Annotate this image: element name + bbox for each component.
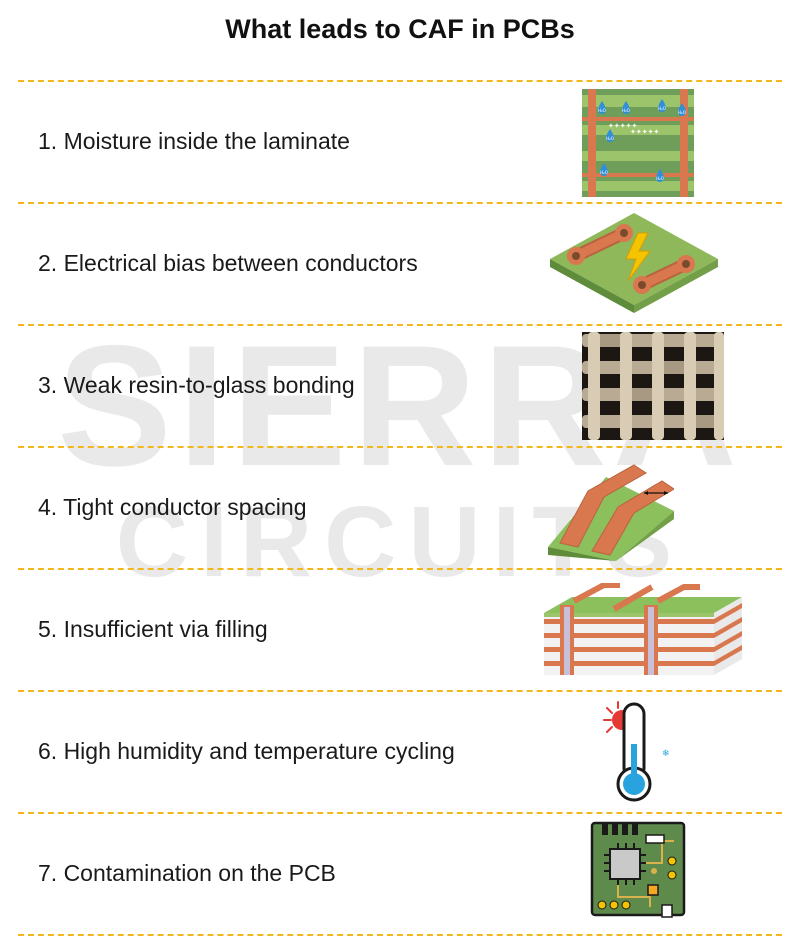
electrical-bias-icon — [546, 209, 722, 319]
drop-label: H₂O — [622, 108, 630, 113]
list-item-humidity-temperature: 6. High humidity and temperature cycling — [0, 691, 800, 812]
list-item-label: 5. Insufficient via filling — [38, 616, 268, 642]
contaminated-pcb-icon — [590, 821, 686, 921]
list-item-label: 2. Electrical bias between conductors — [38, 250, 418, 276]
list-item-electrical-bias: 2. Electrical bias between conductors — [0, 203, 800, 324]
list-item-label: 3. Weak resin-to-glass bonding — [38, 372, 355, 398]
glass-weave-icon — [582, 332, 724, 440]
separator — [18, 324, 782, 326]
drop-label: H₂O — [658, 106, 666, 111]
list-item-conductor-spacing: 4. Tight conductor spacing — [0, 447, 800, 568]
drop-label: H₂O — [678, 110, 686, 115]
thermometer-icon: ❄ — [600, 700, 680, 806]
separator — [18, 568, 782, 570]
list-item-resin-glass: 3. Weak resin-to-glass bonding — [0, 325, 800, 446]
list-item-label: 6. High humidity and temperature cycling — [38, 738, 455, 764]
separator — [18, 80, 782, 82]
separator — [18, 812, 782, 814]
svg-text:✦✦✦✦✦: ✦✦✦✦✦ — [630, 128, 659, 136]
drop-label: H₂O — [656, 176, 664, 181]
moisture-laminate-icon: ✦✦✦✦✦ ✦✦✦✦✦ H₂O H₂O H₂O H₂O H₂O H₂O H₂O — [582, 89, 694, 197]
list-item-via-filling: 5. Insufficient via filling — [0, 569, 800, 690]
via-cross-section-icon — [544, 583, 742, 679]
separator — [18, 934, 782, 936]
drop-label: H₂O — [598, 108, 606, 113]
conductor-spacing-icon — [546, 455, 674, 561]
list-item-moisture: 1. Moisture inside the laminate — [0, 81, 800, 202]
drop-label: H₂O — [606, 136, 614, 141]
list-item-contamination: 7. Contamination on the PCB — [0, 813, 800, 934]
svg-text:❄: ❄ — [662, 749, 670, 759]
list-item-label: 1. Moisture inside the laminate — [38, 128, 350, 154]
drop-label: H₂O — [600, 170, 608, 175]
list-item-label: 7. Contamination on the PCB — [38, 860, 336, 886]
list-item-label: 4. Tight conductor spacing — [38, 494, 307, 520]
svg-text:✦✦✦✦✦: ✦✦✦✦✦ — [608, 122, 637, 130]
page-title: What leads to CAF in PCBs — [225, 14, 575, 44]
separator — [18, 202, 782, 204]
separator — [18, 690, 782, 692]
separator — [18, 446, 782, 448]
